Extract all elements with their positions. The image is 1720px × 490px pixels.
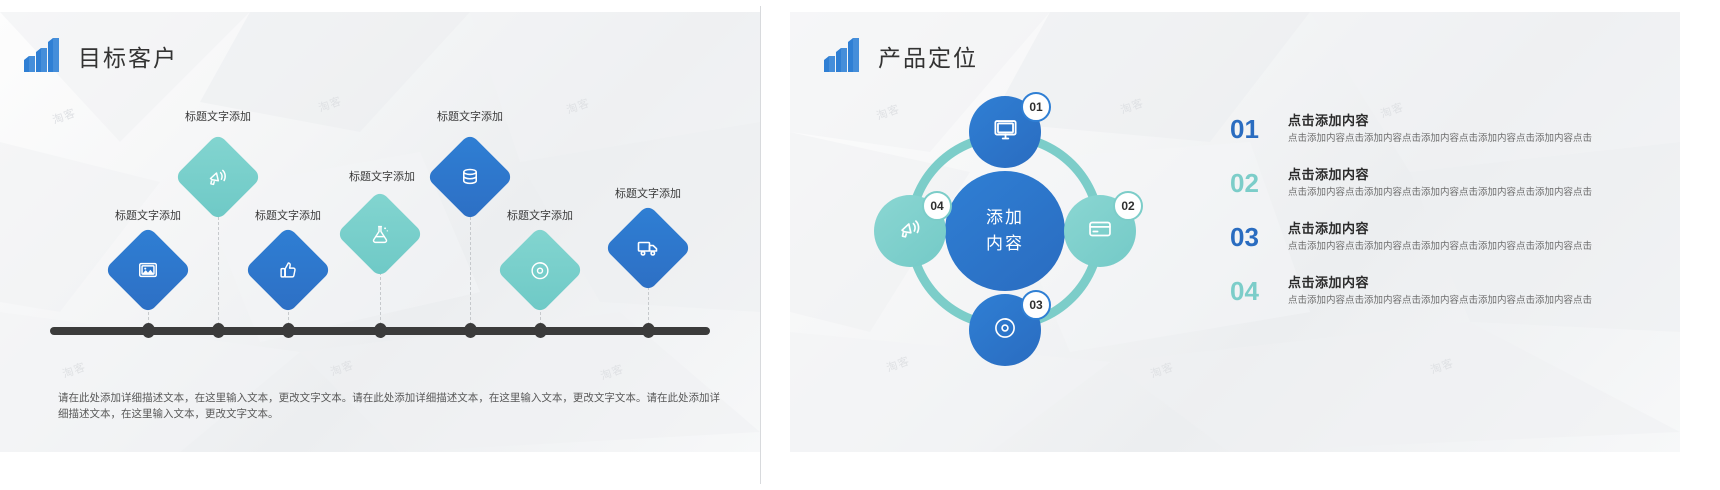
slide-product-positioning: 淘客 淘客 淘客 淘客 淘客 淘客 产品定位 添加 内容 (790, 12, 1680, 452)
list-item-body: 点击添加内容点击添加内容点击添加内容点击添加内容点击添加内容点击 (1288, 241, 1593, 252)
list-item-number: 01 (1230, 114, 1259, 144)
cycle-badge-4: 04 (922, 191, 952, 221)
slide-target-customers: 淘客 淘客 淘客 淘客 淘客 淘客 目标客户 (0, 12, 760, 452)
list-item-heading: 点击添加内容 (1288, 221, 1370, 236)
image-icon (137, 259, 159, 281)
step-node-3[interactable] (244, 226, 332, 314)
bar-chart-3d-icon (820, 38, 864, 74)
cycle-badge-3: 03 (1021, 290, 1051, 320)
list-item-number: 04 (1230, 276, 1259, 306)
list-item-heading: 点击添加内容 (1288, 167, 1370, 182)
truck-icon (636, 236, 660, 260)
timeline-dot[interactable] (534, 323, 547, 338)
step-label: 标题文字添加 (255, 210, 321, 222)
timeline-dot[interactable] (142, 323, 155, 338)
connector-dash (540, 302, 541, 330)
step-label: 标题文字添加 (507, 210, 573, 222)
step-label: 标题文字添加 (349, 171, 415, 183)
content-list: 01 点击添加内容 点击添加内容点击添加内容点击添加内容点击添加内容点击添加内容… (1230, 110, 1650, 326)
step-node-4[interactable] (336, 190, 424, 278)
timeline-dot[interactable] (212, 323, 225, 338)
step-label: 标题文字添加 (185, 111, 251, 123)
timeline-dot[interactable] (642, 323, 655, 338)
list-item-heading: 点击添加内容 (1288, 113, 1370, 128)
database-icon (459, 166, 482, 189)
timeline-dot[interactable] (282, 323, 295, 338)
cycle-badge-1: 01 (1021, 92, 1051, 122)
step-label: 标题文字添加 (615, 188, 681, 200)
list-item-body: 点击添加内容点击添加内容点击添加内容点击添加内容点击添加内容点击 (1288, 187, 1593, 198)
bar-chart-3d-icon (20, 38, 64, 74)
right-slide-header: 产品定位 (820, 38, 978, 74)
connector-dash (148, 302, 149, 330)
center-line-2: 内容 (986, 234, 1024, 253)
flask-icon (369, 223, 392, 246)
list-item[interactable]: 03 点击添加内容 点击添加内容点击添加内容点击添加内容点击添加内容点击添加内容… (1230, 218, 1650, 254)
step-node-7[interactable] (604, 204, 692, 292)
connector-dash (380, 242, 381, 330)
list-item-body: 点击添加内容点击添加内容点击添加内容点击添加内容点击添加内容点击 (1288, 295, 1593, 306)
timeline-dot[interactable] (374, 323, 387, 338)
list-item[interactable]: 02 点击添加内容 点击添加内容点击添加内容点击添加内容点击添加内容点击添加内容… (1230, 164, 1650, 200)
step-label: 标题文字添加 (115, 210, 181, 222)
credit-card-icon (1087, 216, 1113, 247)
list-item[interactable]: 04 点击添加内容 点击添加内容点击添加内容点击添加内容点击添加内容点击添加内容… (1230, 272, 1650, 308)
list-item-heading: 点击添加内容 (1288, 275, 1370, 290)
step-node-5[interactable] (426, 133, 514, 221)
page-title: 目标客户 (78, 45, 178, 71)
connector-dash (648, 277, 649, 330)
left-slide-header: 目标客户 (20, 38, 178, 74)
center-label: 添加 内容 (945, 171, 1065, 291)
connector-dash (218, 212, 219, 330)
timeline-bar (50, 323, 710, 338)
step-node-2[interactable] (174, 133, 262, 221)
step-label: 标题文字添加 (437, 111, 503, 123)
page-title: 产品定位 (878, 45, 978, 71)
thumbs-up-icon (277, 259, 299, 281)
disc-icon (992, 315, 1018, 346)
description-paragraph: 请在此处添加详细描述文本，在这里输入文本，更改文字文本。请在此处添加详细描述文本… (58, 392, 720, 420)
megaphone-icon (897, 215, 924, 247)
step-node-6[interactable] (496, 226, 584, 314)
background-polygons (790, 12, 1680, 452)
disc-icon (529, 259, 552, 282)
list-item-number: 02 (1230, 168, 1259, 198)
step-node-1[interactable] (104, 226, 192, 314)
connector-dash (470, 197, 471, 330)
timeline-dot[interactable] (464, 323, 477, 338)
megaphone-icon (206, 165, 230, 189)
cycle-badge-2: 02 (1113, 191, 1143, 221)
center-line-1: 添加 (986, 208, 1024, 227)
slide-divider (760, 6, 761, 484)
background-polygons (0, 12, 760, 452)
monitor-icon (992, 116, 1019, 148)
list-item-body: 点击添加内容点击添加内容点击添加内容点击添加内容点击添加内容点击 (1288, 133, 1593, 144)
list-item[interactable]: 01 点击添加内容 点击添加内容点击添加内容点击添加内容点击添加内容点击添加内容… (1230, 110, 1650, 146)
list-item-number: 03 (1230, 222, 1259, 252)
connector-dash (288, 302, 289, 330)
